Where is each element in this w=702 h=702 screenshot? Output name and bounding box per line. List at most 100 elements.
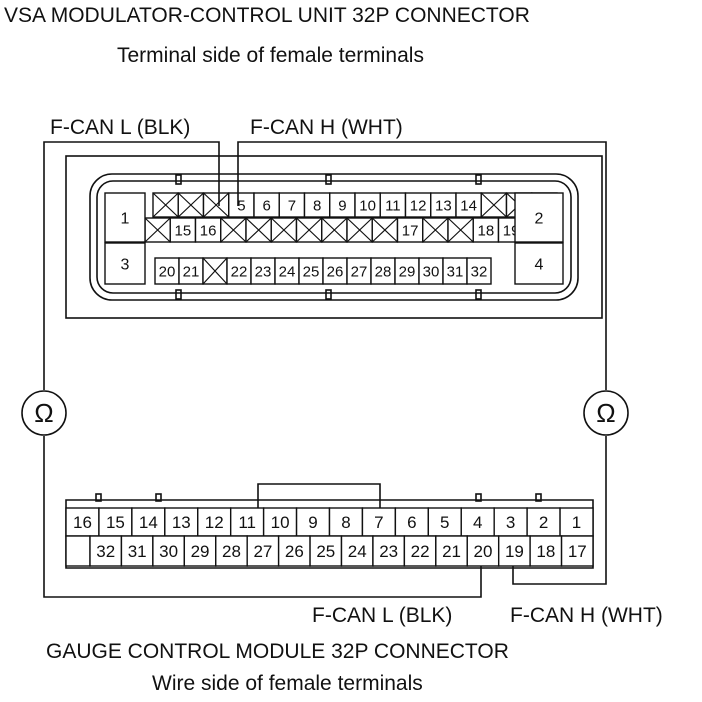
vsa-r2-cell-1: 15 [169, 217, 197, 243]
unused-cavity-mark [296, 217, 323, 243]
vsa-corner-terminal-2: 2 [514, 192, 564, 243]
gauge-bottom-cell-8: 25 [309, 535, 343, 567]
vsa-housing-face [96, 180, 572, 294]
terminal-number: 13 [435, 197, 452, 214]
gauge-bottom-cell-12-box [435, 535, 468, 567]
gauge-top-cell-15-box [559, 507, 594, 537]
gauge-top-cell-13-box [493, 507, 528, 537]
vsa-r1-cell-1 [177, 192, 205, 218]
vsa-r3-cell-0: 20 [154, 257, 180, 285]
unused-cavity-mark [144, 217, 171, 243]
vsa-connector [65, 155, 603, 319]
vsa-r3-cell-12: 31 [442, 257, 468, 285]
vsa-key-bottom-center [325, 289, 332, 300]
gauge-top-cell-10: 6 [394, 507, 430, 537]
terminal-number: 32 [471, 263, 488, 280]
gauge-top-cell-3: 13 [164, 507, 199, 537]
vsa-r3-cell-1: 21 [178, 257, 204, 285]
unused-cavity-mark [202, 257, 228, 285]
vsa-r3-cell-3-box [226, 257, 252, 285]
terminal-number: 18 [536, 542, 555, 561]
terminal-number: 8 [341, 513, 350, 532]
terminal-number: 31 [128, 542, 147, 561]
vsa-r1-cell-3-box [228, 192, 255, 218]
terminal-number: 19 [505, 542, 524, 561]
gauge-bottom-cell-3-box [152, 535, 186, 567]
gauge-bottom-cell-16-box [560, 535, 594, 567]
vsa-r1-cell-6: 8 [303, 192, 331, 218]
terminal-number: 13 [172, 513, 191, 532]
vsa-r2-cell-3 [220, 217, 247, 243]
vsa-fcan-h-label: F-CAN H (WHT) [250, 116, 403, 139]
gauge-bottom-cell-15-box [529, 535, 563, 567]
vsa-r3-cell-10: 29 [394, 257, 420, 285]
terminal-number: 7 [288, 197, 296, 214]
terminal-number: 9 [308, 513, 317, 532]
terminal-number: 26 [327, 263, 344, 280]
gauge-bottom-cell-7: 26 [277, 535, 311, 567]
gauge-bottom-cell-8-box [309, 535, 343, 567]
vsa-key-top-left [175, 174, 182, 185]
terminal-number: 31 [447, 263, 464, 280]
vsa-r3-cell-3: 22 [226, 257, 252, 285]
vsa-r3-cell-10-box [394, 257, 420, 285]
vsa-r1-cell-11: 13 [430, 192, 457, 218]
vsa-r1-cell-12-box [455, 192, 482, 218]
vsa-r2-cell-5 [270, 217, 298, 243]
terminal-number: 5 [237, 197, 245, 214]
gauge-top-cell-1-box [98, 507, 133, 537]
unused-cavity-mark [447, 217, 474, 243]
unused-cavity-mark [270, 217, 297, 243]
gauge-bottom-cell-16: 17 [560, 535, 594, 567]
vsa-r2-cell-7 [321, 217, 348, 243]
gauge-bottom-cell-11-box [403, 535, 437, 567]
terminal-number: 2 [535, 211, 544, 228]
terminal-number: 22 [231, 263, 248, 280]
gauge-key-2 [155, 493, 162, 502]
gauge-top-cell-8: 8 [328, 507, 364, 537]
gauge-bottom-cell-11: 22 [403, 535, 437, 567]
ohm-symbol-left: Ω [34, 398, 53, 428]
terminal-number: 32 [96, 542, 115, 561]
gauge-bottom-cell-6: 27 [246, 535, 280, 567]
gauge-top-cell-11: 5 [427, 507, 462, 537]
unused-cavity-mark [177, 192, 204, 218]
terminal-number: 26 [285, 542, 304, 561]
gauge-bottom-cell-5: 28 [215, 535, 248, 567]
gauge-top-cell-11-box [427, 507, 462, 537]
terminal-number: 24 [348, 542, 367, 561]
vsa-connector-title: VSA MODULATOR-CONTROL UNIT 32P CONNECTOR [4, 4, 530, 27]
terminal-number: 6 [407, 513, 416, 532]
vsa-r3-cell-7: 26 [322, 257, 348, 285]
gauge-bottom-cell-15: 18 [529, 535, 563, 567]
terminal-number: 27 [253, 542, 272, 561]
vsa-housing-inner [89, 173, 579, 301]
gauge-top-cell-14-box [526, 507, 561, 537]
gauge-top-cell-10-box [394, 507, 430, 537]
unused-cavity-mark [346, 217, 373, 243]
vsa-fcan-l-label: F-CAN L (BLK) [50, 116, 191, 139]
lead-fcan-h [237, 141, 607, 585]
vsa-key-top-right [475, 174, 482, 185]
unused-cavity-mark [321, 217, 348, 243]
gauge-top-cell-0: 16 [65, 507, 100, 537]
gauge-fcan-l-label: F-CAN L (BLK) [312, 604, 453, 627]
vsa-r1-cell-5-box [278, 192, 306, 218]
vsa-r3-cell-6-box [298, 257, 324, 285]
vsa-r3-cell-11: 30 [418, 257, 444, 285]
terminal-number: 12 [205, 513, 224, 532]
vsa-r1-cell-10: 12 [404, 192, 432, 218]
terminal-number: 16 [73, 513, 92, 532]
terminal-number: 25 [316, 542, 335, 561]
vsa-r2-cell-13-box [472, 217, 500, 243]
vsa-corner-terminal-1: 1 [104, 192, 146, 243]
terminal-number: 8 [313, 197, 321, 214]
vsa-r1-cell-12: 14 [455, 192, 482, 218]
gauge-bottom-cell-2-box [120, 535, 154, 567]
vsa-r3-cell-2 [202, 257, 228, 285]
vsa-r1-cell-4: 6 [253, 192, 280, 218]
vsa-r1-cell-2 [202, 192, 230, 218]
terminal-number: 3 [121, 257, 130, 274]
